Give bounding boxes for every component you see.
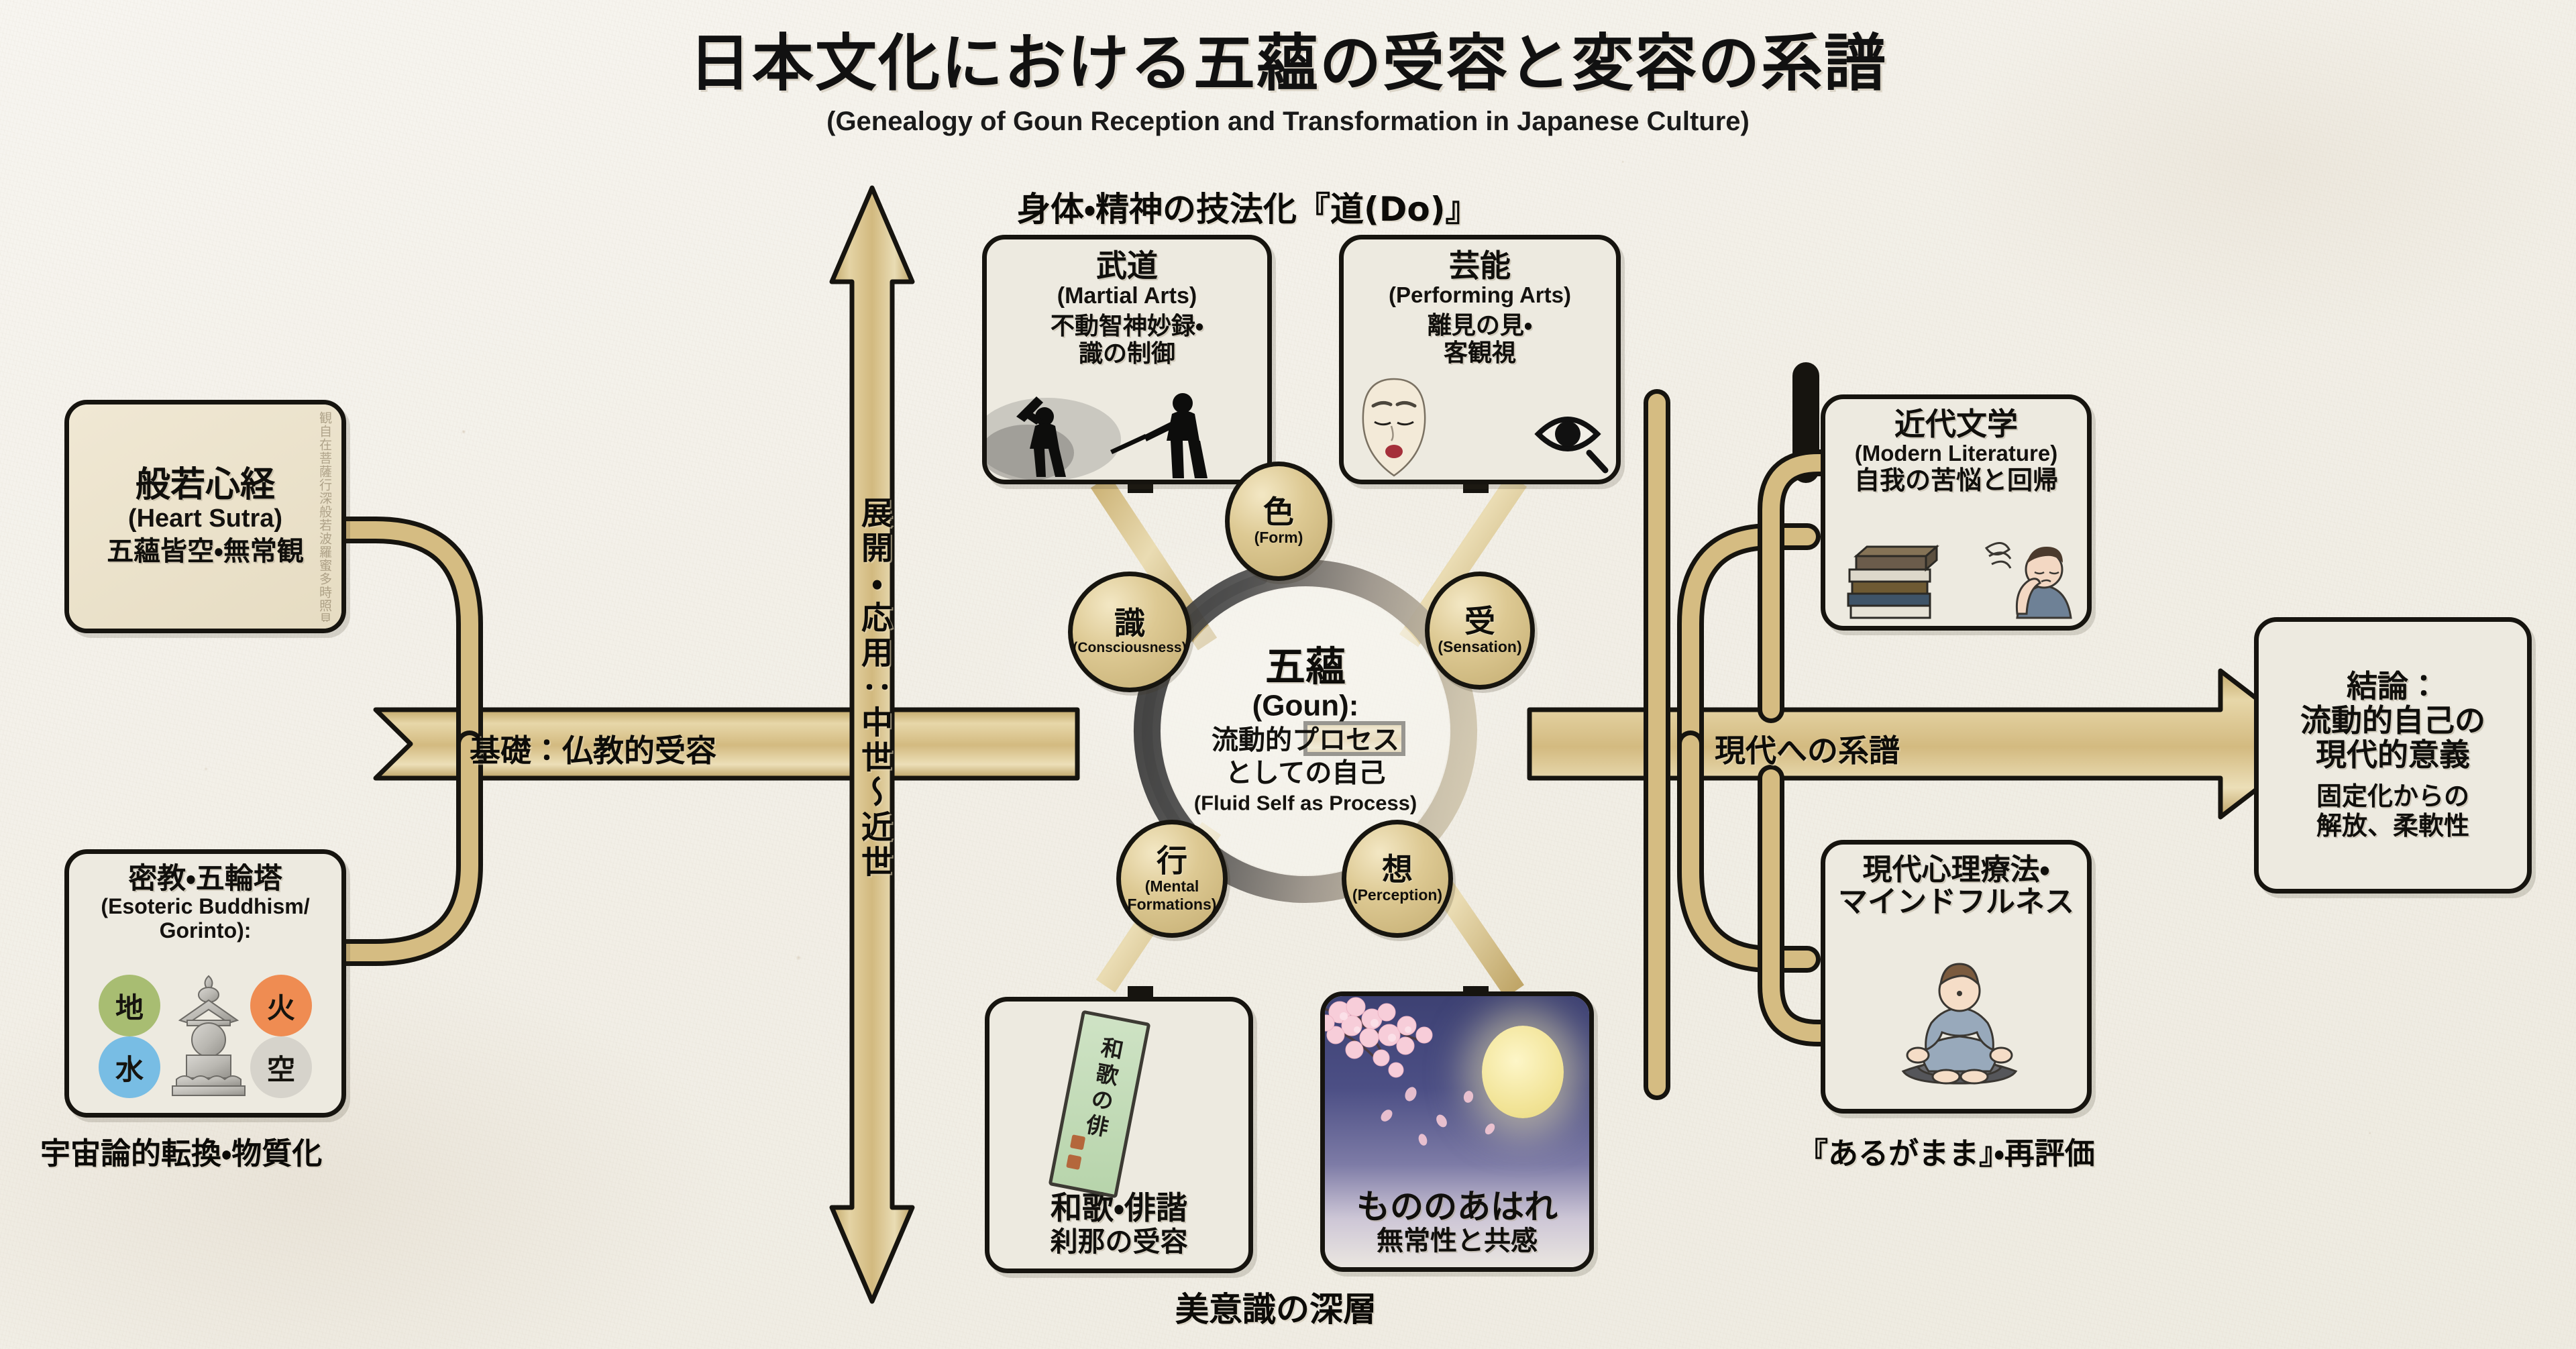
caption-left-bottom: 宇宙論的転換・物質化 bbox=[40, 1136, 323, 1171]
meditation-icon bbox=[1901, 963, 2018, 1085]
node-performing-arts[interactable]: 芸能 (Performing Arts) 離見の見・ 客観視 bbox=[1339, 235, 1621, 484]
modlit-title-en: (Modern Literature) bbox=[1854, 440, 2058, 466]
skandha-consciousness[interactable]: 識 (Consciousness) bbox=[1068, 572, 1191, 692]
skandha-form-kanji: 色 bbox=[1263, 494, 1294, 531]
martial-title-jp: 武道 bbox=[1096, 248, 1158, 284]
modlit-sub: 自我の苦悩と回帰 bbox=[1854, 465, 2058, 495]
skandha-sensation-en: (Sensation) bbox=[1438, 638, 1522, 656]
node-mono-no-aware[interactable]: もののあはれ 無常性と共感 bbox=[1320, 991, 1594, 1272]
conclusion-sub-2: 解放、柔軟性 bbox=[2316, 810, 2469, 841]
skandha-form[interactable]: 色 (Form) bbox=[1225, 462, 1332, 581]
skandha-form-en: (Form) bbox=[1254, 529, 1303, 547]
node-esoteric-buddhism[interactable]: 密教・五輪塔 (Esoteric Buddhism/ Gorinto): bbox=[64, 849, 346, 1118]
goun-title-jp: 五蘊 bbox=[1265, 643, 1346, 691]
skandha-perception-kanji: 想 bbox=[1382, 851, 1413, 888]
skandha-mental-en-2: Formations) bbox=[1127, 896, 1217, 913]
eye-icon bbox=[1534, 417, 1609, 474]
goun-desc-2: としての自己 bbox=[1225, 757, 1386, 789]
conclusion-title-3: 現代的意義 bbox=[2316, 736, 2470, 773]
waka-sub: 刹那の受容 bbox=[1050, 1225, 1188, 1258]
waka-title-jp: 和歌・俳諧 bbox=[1051, 1190, 1187, 1228]
martial-title-en: (Martial Arts) bbox=[1057, 282, 1197, 309]
skandha-perception-en: (Perception) bbox=[1352, 886, 1443, 904]
skandha-mental-kanji: 行 bbox=[1157, 842, 1187, 879]
skandha-mental-en-1: (Mental bbox=[1144, 877, 1199, 895]
axis-label-base: 基礎：仏教的受容 bbox=[470, 733, 716, 769]
conclusion-sub-1: 固定化からの bbox=[2316, 781, 2469, 812]
martial-sub-1: 不動智神妙録・ bbox=[1050, 312, 1204, 340]
goun-desc-en: (Fluid Self as Process) bbox=[1193, 792, 1417, 816]
psych-title-2: マインドフルネス bbox=[1838, 885, 2074, 920]
conclusion-title-2: 流動的自己の bbox=[2300, 702, 2485, 739]
heart-sutra-sub: 五蘊皆空・無常観 bbox=[107, 535, 304, 567]
samurai-silhouette-icon bbox=[987, 393, 1208, 480]
node-conclusion[interactable]: 結論： 流動的自己の 現代的意義 固定化からの 解放、柔軟性 bbox=[2254, 617, 2532, 894]
goun-desc-1: 流動的プロセス bbox=[1212, 724, 1399, 756]
skandha-consciousness-en: (Consciousness) bbox=[1073, 640, 1187, 656]
sutra-paper-texture bbox=[69, 404, 341, 629]
esoteric-title-en-1: (Esoteric Buddhism/ bbox=[101, 894, 310, 919]
heart-sutra-title-en: (Heart Sutra) bbox=[127, 504, 283, 533]
skandha-mental-formations[interactable]: 行 (Mental Formations) bbox=[1116, 820, 1228, 938]
noh-mask-icon bbox=[1362, 378, 1426, 477]
caption-right-bottom: 『あるがまま』・再評価 bbox=[1798, 1136, 2095, 1171]
title-block: 日本文化における五蘊の受容と変容の系譜 (Genealogy of Goun R… bbox=[0, 13, 2576, 137]
performing-title-en: (Performing Arts) bbox=[1389, 282, 1571, 307]
skandha-sensation-kanji: 受 bbox=[1464, 603, 1495, 640]
element-chip-void: 空 bbox=[250, 1036, 312, 1098]
esoteric-title-en-2: Gorinto): bbox=[159, 918, 252, 943]
node-waka-haikai[interactable]: 和歌の俳 和歌・俳諧 刹那の受容 bbox=[985, 997, 1253, 1273]
node-modern-literature[interactable]: 近代文学 (Modern Literature) 自我の苦悩と回帰 bbox=[1821, 394, 2092, 631]
skandha-perception[interactable]: 想 (Perception) bbox=[1342, 820, 1453, 938]
axis-label-modern: 現代への系譜 bbox=[1715, 733, 1900, 769]
seal-mark-1 bbox=[1069, 1134, 1086, 1150]
page-title: 日本文化における五蘊の受容と変容の系譜 bbox=[688, 28, 1887, 99]
element-chip-earth: 地 bbox=[99, 975, 160, 1036]
conclusion-title-1: 結論： bbox=[2347, 668, 2439, 705]
element-chip-water: 水 bbox=[99, 1036, 160, 1098]
gorinto-pagoda-icon bbox=[172, 975, 246, 1096]
element-chip-fire: 火 bbox=[250, 975, 312, 1036]
performing-title-jp: 芸能 bbox=[1449, 248, 1511, 284]
axis-label-development: 展開・応用：中世〜近世 bbox=[855, 496, 892, 880]
group-heading-bottom: 美意識の深層 bbox=[1175, 1290, 1377, 1329]
tanzaku-text: 和歌の俳 bbox=[1080, 1034, 1126, 1142]
book-stack-icon bbox=[1847, 544, 1939, 619]
seal-mark-2 bbox=[1066, 1154, 1082, 1171]
esoteric-title-jp: 密教・五輪塔 bbox=[128, 862, 282, 896]
psych-title-1: 現代心理療法・ bbox=[1862, 853, 2050, 887]
group-heading-top: 身体・精神の技法化『道(Do)』 bbox=[1017, 190, 1479, 229]
modlit-title-jp: 近代文学 bbox=[1894, 406, 2018, 442]
aware-title-jp: もののあはれ bbox=[1356, 1187, 1558, 1226]
troubled-person-icon bbox=[1984, 542, 2072, 619]
moon-icon bbox=[1482, 1026, 1564, 1118]
node-martial-arts[interactable]: 武道 (Martial Arts) 不動智神妙録・ 識の制御 bbox=[982, 235, 1272, 484]
skandha-consciousness-kanji: 識 bbox=[1114, 605, 1145, 642]
goun-center-label: 五蘊 (Goun): 流動的プロセス としての自己 (Fluid Self as… bbox=[1131, 643, 1480, 816]
performing-sub-2: 客観視 bbox=[1443, 339, 1516, 367]
martial-sub-2: 識の制御 bbox=[1078, 340, 1175, 368]
heart-sutra-title-jp: 般若心経 bbox=[135, 465, 275, 506]
page-subtitle: (Genealogy of Goun Reception and Transfo… bbox=[826, 107, 1750, 136]
tanzaku-strip-icon: 和歌の俳 bbox=[1048, 1010, 1151, 1199]
node-heart-sutra[interactable]: 観自在菩薩行深般若波羅蜜多時照見五蘊皆空度一切苦厄舎利子色不異空空不異色色即是空… bbox=[64, 400, 346, 633]
performing-sub-1: 離見の見・ bbox=[1427, 311, 1533, 339]
node-psychotherapy[interactable]: 現代心理療法・ マインドフルネス bbox=[1821, 840, 2092, 1114]
sakura-blossom-icon bbox=[1325, 997, 1495, 1146]
skandha-sensation[interactable]: 受 (Sensation) bbox=[1425, 572, 1535, 690]
aware-sub: 無常性と共感 bbox=[1377, 1226, 1538, 1256]
goun-title-en: (Goun): bbox=[1252, 689, 1359, 722]
